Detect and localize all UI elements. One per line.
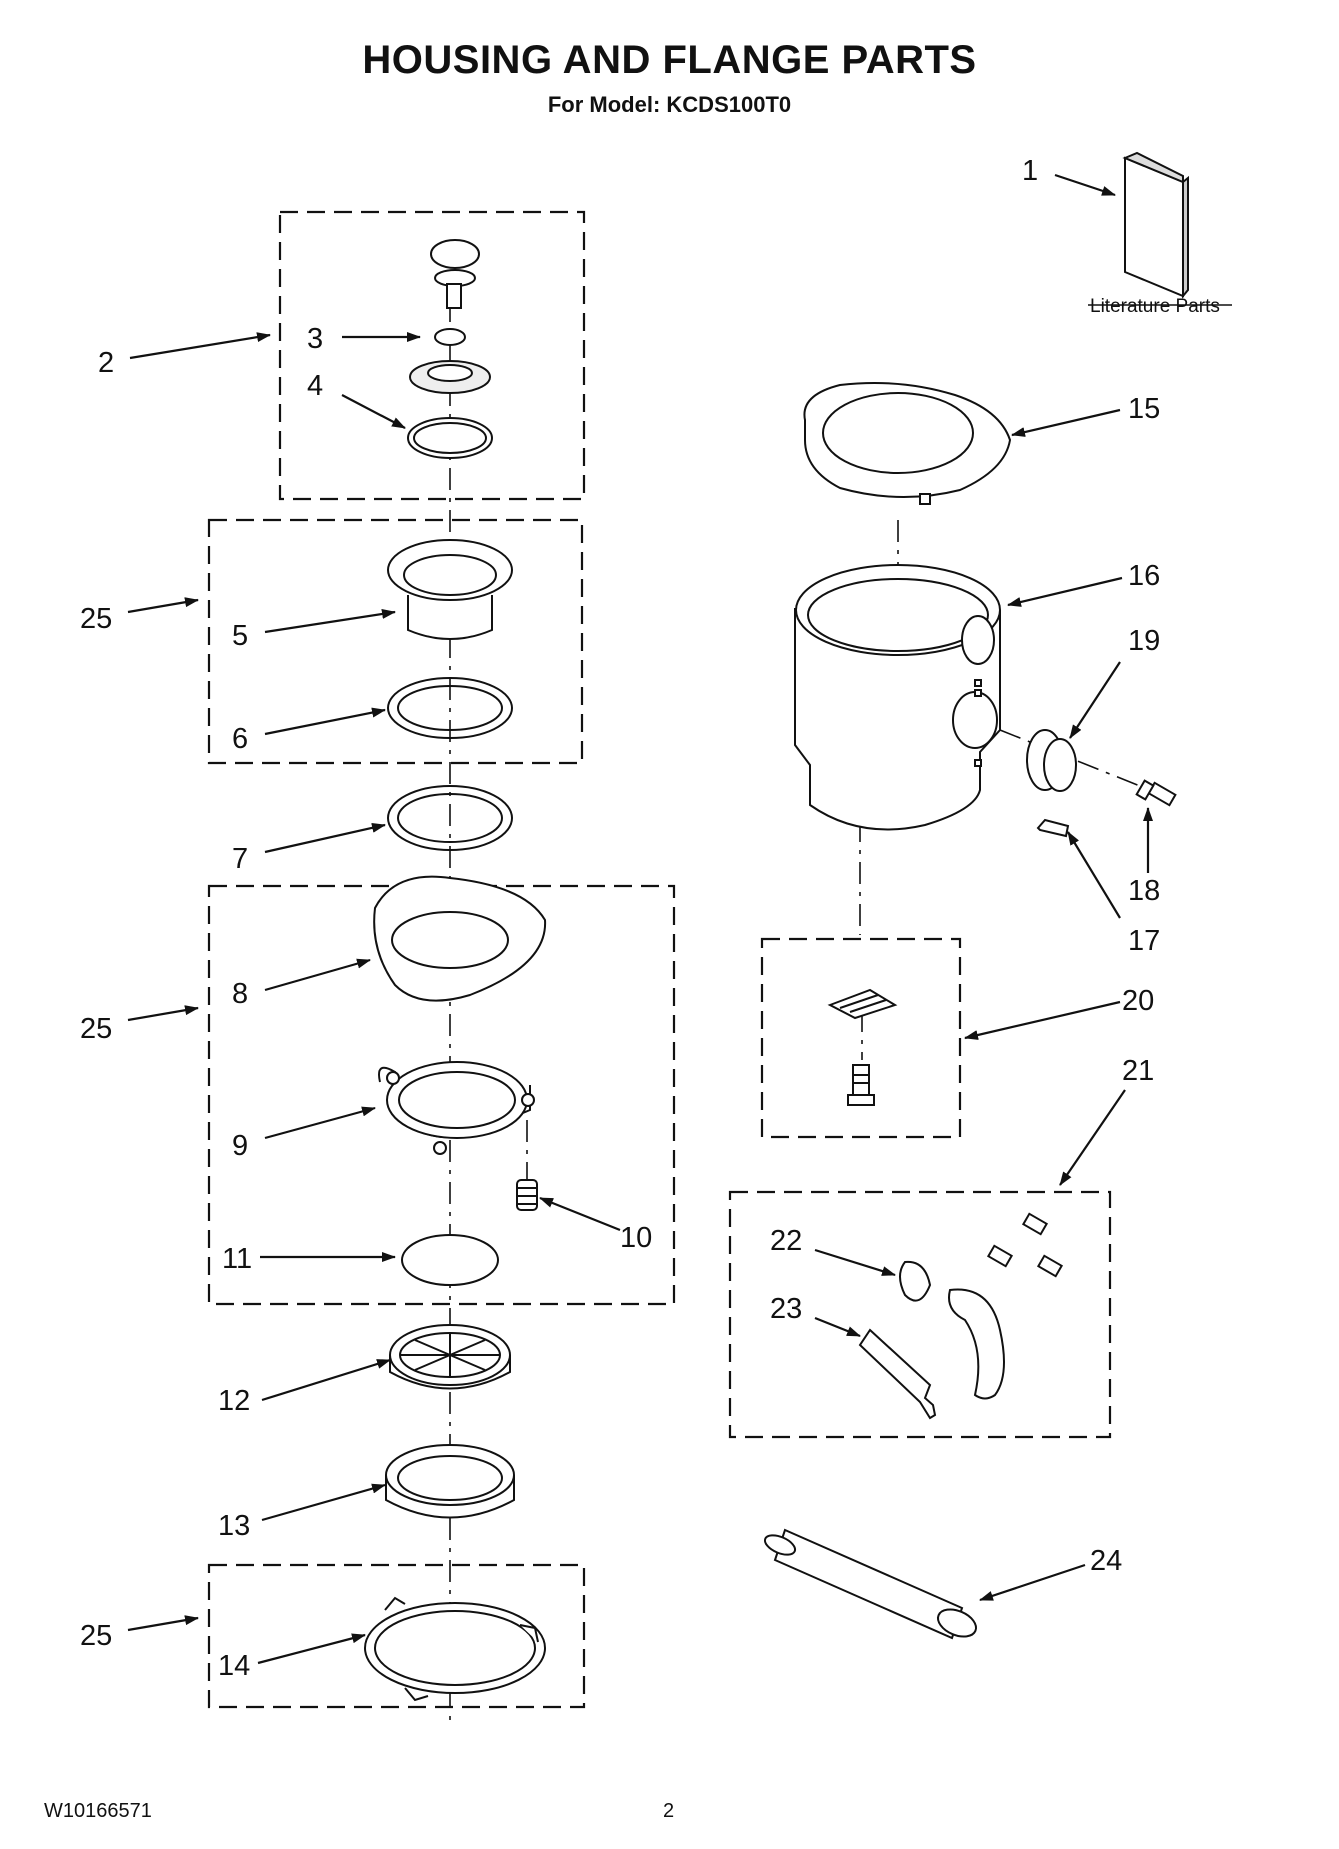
callout-20: 20 xyxy=(1122,985,1154,1017)
callout-18: 18 xyxy=(1128,875,1160,907)
callout-24: 24 xyxy=(1090,1545,1122,1577)
callout-2: 2 xyxy=(98,347,114,379)
page-number: 2 xyxy=(663,1800,675,1822)
inlet-screw-part xyxy=(1135,779,1177,807)
callout-12: 12 xyxy=(218,1385,250,1417)
callout-16: 16 xyxy=(1128,560,1160,592)
callout-25-middle: 25 xyxy=(80,1013,112,1045)
inlet-clip-part xyxy=(1036,818,1070,838)
baffle-kit-part xyxy=(827,988,898,1106)
dishwasher-plug-part xyxy=(401,1234,499,1286)
mounting-screw-part xyxy=(516,1179,538,1211)
callout-14: 14 xyxy=(218,1650,250,1682)
mounting-clamp-ring-part xyxy=(364,1596,546,1702)
callout-7: 7 xyxy=(232,843,248,875)
backup-ring-part xyxy=(387,785,513,851)
callout-17: 17 xyxy=(1128,925,1160,957)
callout-23: 23 xyxy=(770,1293,802,1325)
fiber-gasket-part xyxy=(387,677,513,739)
callout-19: 19 xyxy=(1128,625,1160,657)
group-box-baffle xyxy=(760,937,962,1139)
group-box-hardware xyxy=(728,1190,1112,1439)
callout-21: 21 xyxy=(1122,1055,1154,1087)
gasket-ring-part xyxy=(385,1444,515,1519)
splash-guard-part xyxy=(389,1324,511,1390)
page-title: HOUSING AND FLANGE PARTS xyxy=(362,38,977,82)
group-box-mounting-ring xyxy=(207,1563,586,1709)
mounting-ring-part xyxy=(378,1061,535,1155)
model-subtitle: For Model: KCDS100T0 xyxy=(547,92,792,117)
document-number: W10166571 xyxy=(44,1800,152,1822)
callout-15: 15 xyxy=(1128,393,1160,425)
discharge-tube-part xyxy=(763,1528,977,1640)
callout-9: 9 xyxy=(232,1130,248,1162)
callout-5: 5 xyxy=(232,620,248,652)
callout-4: 4 xyxy=(307,370,323,402)
hardware-kit-part xyxy=(858,1212,1064,1420)
housing-part xyxy=(794,564,1001,831)
callout-6: 6 xyxy=(232,723,248,755)
group-box-stopper xyxy=(278,210,586,501)
callout-10: 10 xyxy=(620,1222,652,1254)
callout-3: 3 xyxy=(307,323,323,355)
callout-8: 8 xyxy=(232,978,248,1010)
callout-13: 13 xyxy=(218,1510,250,1542)
triangular-flange-part xyxy=(373,875,547,1002)
inlet-fitting-part xyxy=(1026,729,1077,792)
callout-1: 1 xyxy=(1022,155,1038,187)
callout-11: 11 xyxy=(222,1243,252,1275)
callout-22: 22 xyxy=(770,1225,802,1257)
literature-parts-icon xyxy=(1122,151,1189,299)
callout-25-bottom: 25 xyxy=(80,1620,112,1652)
housing-cover-part xyxy=(803,381,1012,505)
group-box-sink-flange xyxy=(207,518,584,765)
stopper-part xyxy=(407,239,493,459)
callout-25-top: 25 xyxy=(80,603,112,635)
sink-flange-part xyxy=(387,539,513,640)
literature-parts-label: Literature Parts xyxy=(1090,296,1220,317)
